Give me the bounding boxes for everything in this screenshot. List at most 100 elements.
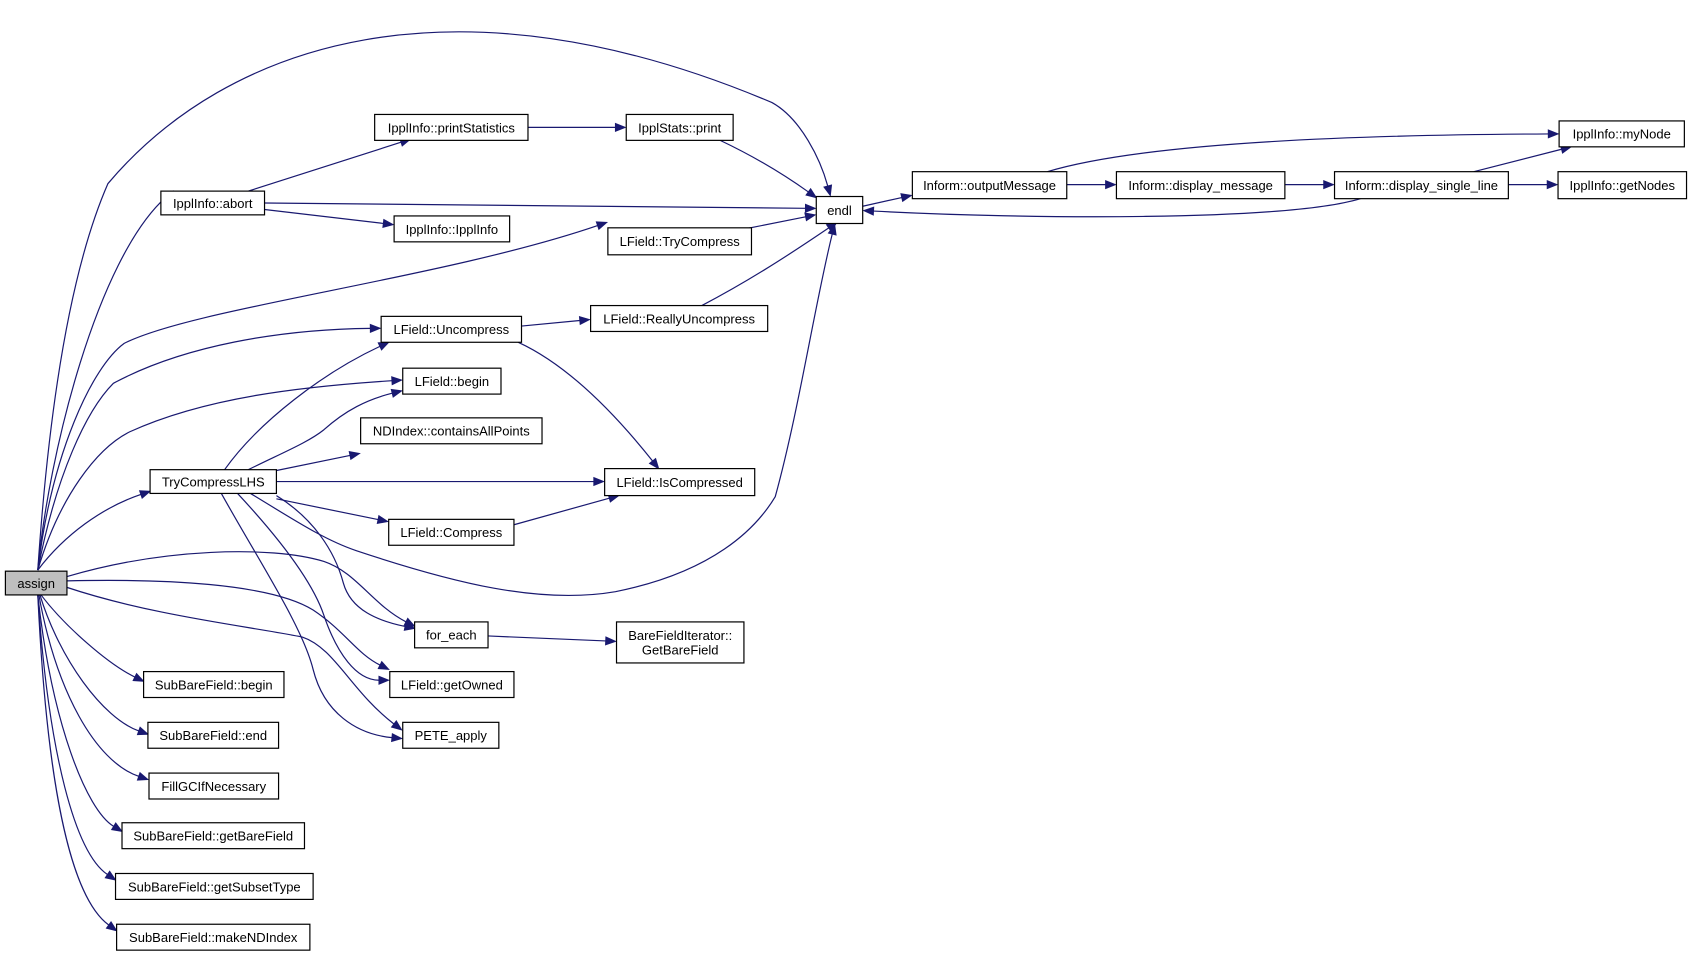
node-label: IpplInfo::getNodes — [1570, 178, 1676, 193]
node-try-compress[interactable]: LField::TryCompress — [607, 227, 753, 256]
edge-line — [488, 635, 606, 642]
node-get-bare-field-iter[interactable]: BareFieldIterator::GetBareField — [615, 621, 745, 664]
edge-line — [37, 197, 166, 571]
node-my-node[interactable]: IpplInfo::myNode — [1558, 120, 1685, 148]
call-edge-assign-to-try_compress — [37, 221, 609, 571]
arrowhead — [827, 223, 837, 236]
node-stats-print[interactable]: IpplStats::print — [625, 113, 734, 141]
call-edge-try_compress_lhs-to-lfield_begin — [248, 388, 403, 471]
node-label: TryCompressLHS — [162, 474, 265, 489]
node-box — [149, 469, 278, 495]
node-label: IpplInfo::myNode — [1573, 127, 1671, 142]
node-box — [374, 113, 529, 141]
call-edge-output_message-to-display_message — [1066, 180, 1117, 190]
node-pete-apply[interactable]: PETE_apply — [402, 721, 500, 749]
node-label: FillGCIfNecessary — [161, 779, 266, 794]
node-assign[interactable]: assign — [4, 570, 68, 596]
node-compress[interactable]: LField::Compress — [388, 518, 515, 546]
node-box — [160, 190, 266, 216]
node-label: endl — [827, 203, 852, 218]
node-try-compress-lhs[interactable]: TryCompressLHS — [149, 469, 278, 495]
arrowhead — [377, 341, 390, 351]
node-ippl-printstats[interactable]: IpplInfo::printStatistics — [374, 113, 529, 141]
node-box — [625, 113, 734, 141]
arrowhead — [105, 920, 118, 932]
call-nodes: assign IpplInfo::abort IpplInfo::printStat… — [4, 113, 1688, 951]
node-label: Inform::outputMessage — [923, 178, 1056, 193]
call-edge-assign-to-pete_apply — [66, 586, 403, 731]
arrowhead — [110, 822, 124, 833]
arrowhead — [804, 212, 817, 222]
node-ippl-abort[interactable]: IpplInfo::abort — [160, 190, 266, 216]
call-edge-for_each-to-get_bare_field_iter — [488, 635, 617, 646]
node-sub-get-bare-field[interactable]: SubBareField::getBareField — [121, 822, 306, 850]
node-label: SubBareField::end — [159, 728, 267, 743]
node-label: LField::getOwned — [401, 677, 503, 692]
arrowhead — [1547, 129, 1560, 139]
node-sub-get-subset-type[interactable]: SubBareField::getSubsetType — [114, 872, 314, 900]
arrowhead — [369, 323, 382, 333]
arrowhead — [382, 218, 395, 228]
node-lfield-begin[interactable]: LField::begin — [402, 367, 502, 395]
edge-line — [66, 579, 381, 666]
edge-line — [37, 594, 115, 827]
edge-line — [1047, 133, 1549, 173]
arrowhead — [1546, 180, 1559, 190]
edge-line — [66, 586, 395, 725]
node-box — [402, 367, 502, 395]
arrowhead — [648, 457, 660, 470]
node-really-uncompress[interactable]: LField::ReallyUncompress — [590, 304, 769, 333]
call-edge-ippl_printstats-to-stats_print — [527, 122, 627, 133]
node-ippl-ctor[interactable]: IpplInfo::IpplInfo — [393, 215, 511, 243]
node-box — [147, 721, 280, 749]
node-label: SubBareField::getSubsetType — [128, 879, 301, 894]
call-edge-output_message-to-my_node — [1047, 129, 1560, 173]
node-get-nodes[interactable]: IpplInfo::getNodes — [1557, 171, 1688, 200]
arrowhead — [104, 870, 117, 881]
arrowhead — [391, 376, 404, 386]
node-label: IpplStats::print — [638, 120, 721, 135]
arrowhead — [348, 451, 361, 461]
node-label: LField::Compress — [400, 525, 502, 540]
arrowhead — [138, 490, 152, 499]
node-get-owned[interactable]: LField::getOwned — [389, 670, 515, 699]
edge-line — [264, 208, 384, 225]
node-contains-all[interactable]: NDIndex::containsAllPoints — [360, 417, 543, 445]
call-edge-assign-to-get_owned — [66, 579, 390, 671]
node-label: Inform::display_message — [1128, 178, 1273, 193]
node-sub-make-ndindex[interactable]: SubBareField::makeNDIndex — [116, 923, 311, 951]
call-edge-assign-to-uncompress — [37, 323, 382, 571]
node-for-each[interactable]: for_each — [414, 621, 489, 649]
call-edge-assign-to-lfield_begin — [37, 376, 404, 571]
node-box — [607, 227, 753, 256]
node-endl[interactable]: endl — [815, 195, 864, 225]
node-is-compressed[interactable]: LField::IsCompressed — [604, 468, 756, 497]
node-fill-gc[interactable]: FillGCIfNecessary — [148, 772, 280, 800]
node-label: LField::Uncompress — [394, 322, 510, 337]
edge-line — [264, 202, 806, 209]
node-box — [393, 215, 511, 243]
arrowhead — [862, 206, 875, 216]
edge-line — [521, 319, 580, 327]
node-label: IpplInfo::printStatistics — [388, 120, 516, 135]
call-edge-assign-to-sub_begin — [40, 594, 145, 682]
arrowhead — [391, 732, 404, 743]
node-box — [815, 195, 864, 225]
node-sub-begin[interactable]: SubBareField::begin — [143, 670, 285, 699]
call-edge-ippl_abort-to-endl — [264, 202, 817, 213]
node-uncompress[interactable]: LField::Uncompress — [380, 315, 523, 343]
arrowhead — [136, 771, 150, 781]
node-display-message[interactable]: Inform::display_message — [1115, 171, 1286, 200]
call-edge-ippl_abort-to-ippl_printstats — [248, 137, 412, 192]
node-display-single-line[interactable]: Inform::display_single_line — [1333, 171, 1509, 200]
node-box — [414, 621, 489, 649]
call-edge-assign-to-sub_get_subset_type — [37, 594, 117, 881]
edge-line — [37, 594, 110, 926]
node-output-message[interactable]: Inform::outputMessage — [911, 171, 1068, 200]
arrowhead — [378, 675, 391, 685]
edge-line — [37, 31, 829, 571]
call-edge-assign-to-sub_end — [39, 594, 150, 736]
node-sub-end[interactable]: SubBareField::end — [147, 721, 280, 749]
call-edge-try_compress_lhs-to-endl — [250, 223, 837, 597]
